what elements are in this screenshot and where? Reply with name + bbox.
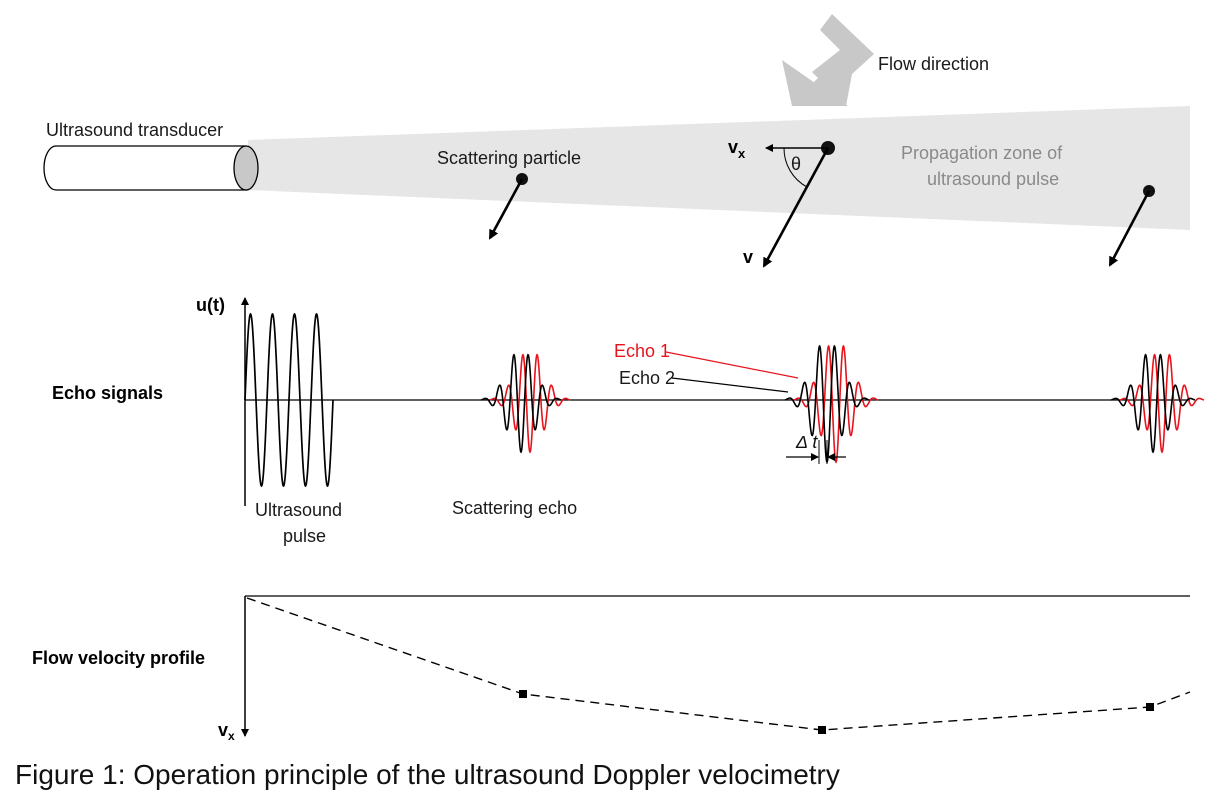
scattering-echo-label: Scattering echo xyxy=(452,498,577,518)
flow-direction-arrow-head xyxy=(782,60,848,106)
flow-velocity-profile-label: Flow velocity profile xyxy=(32,648,205,668)
vx-label: vx xyxy=(728,137,746,161)
velocity-profile-curve xyxy=(246,597,1191,731)
profile-point-2 xyxy=(818,726,826,734)
particle-3-velocity-arrow xyxy=(1108,190,1151,267)
delta-t-label: Δ t xyxy=(795,432,818,452)
velocity-v-arrow xyxy=(762,147,830,268)
ultrasound-transducer xyxy=(43,145,259,191)
echo1-label: Echo 1 xyxy=(614,341,670,361)
ultrasound-pulse-wave xyxy=(244,312,334,488)
figure-caption: Figure 1: Operation principle of the ult… xyxy=(15,759,840,790)
flow-direction-label: Flow direction xyxy=(878,54,989,74)
echo-wave-black-1 xyxy=(480,353,562,454)
transducer-label: Ultrasound transducer xyxy=(46,120,223,140)
propagation-zone-label-1: Propagation zone of xyxy=(901,143,1063,163)
theta-angle-arc xyxy=(783,147,808,188)
profile-point-3 xyxy=(1146,703,1154,711)
flow-direction-arrow xyxy=(792,14,874,106)
echo1-leader-line xyxy=(665,351,799,379)
echo-waveforms xyxy=(244,312,1205,488)
u-axis-label: u(t) xyxy=(196,295,225,315)
vx-axis-label: vx xyxy=(218,720,235,743)
echo-wave-black-3 xyxy=(1110,353,1196,454)
profile-point-1 xyxy=(519,690,527,698)
echo2-leader-line xyxy=(671,377,789,393)
propagation-zone-label-2: ultrasound pulse xyxy=(927,169,1059,189)
ultrasound-pulse-label-1: Ultrasound xyxy=(255,500,342,520)
propagation-zone xyxy=(248,106,1190,230)
echo2-label: Echo 2 xyxy=(619,368,675,388)
echo-signals-label: Echo signals xyxy=(52,383,163,403)
v-label: v xyxy=(743,247,753,267)
theta-label: θ xyxy=(791,154,801,174)
scattering-particle-label: Scattering particle xyxy=(437,148,581,168)
ultrasound-pulse-label-2: pulse xyxy=(283,526,326,546)
particle-1-velocity-arrow xyxy=(488,178,524,240)
